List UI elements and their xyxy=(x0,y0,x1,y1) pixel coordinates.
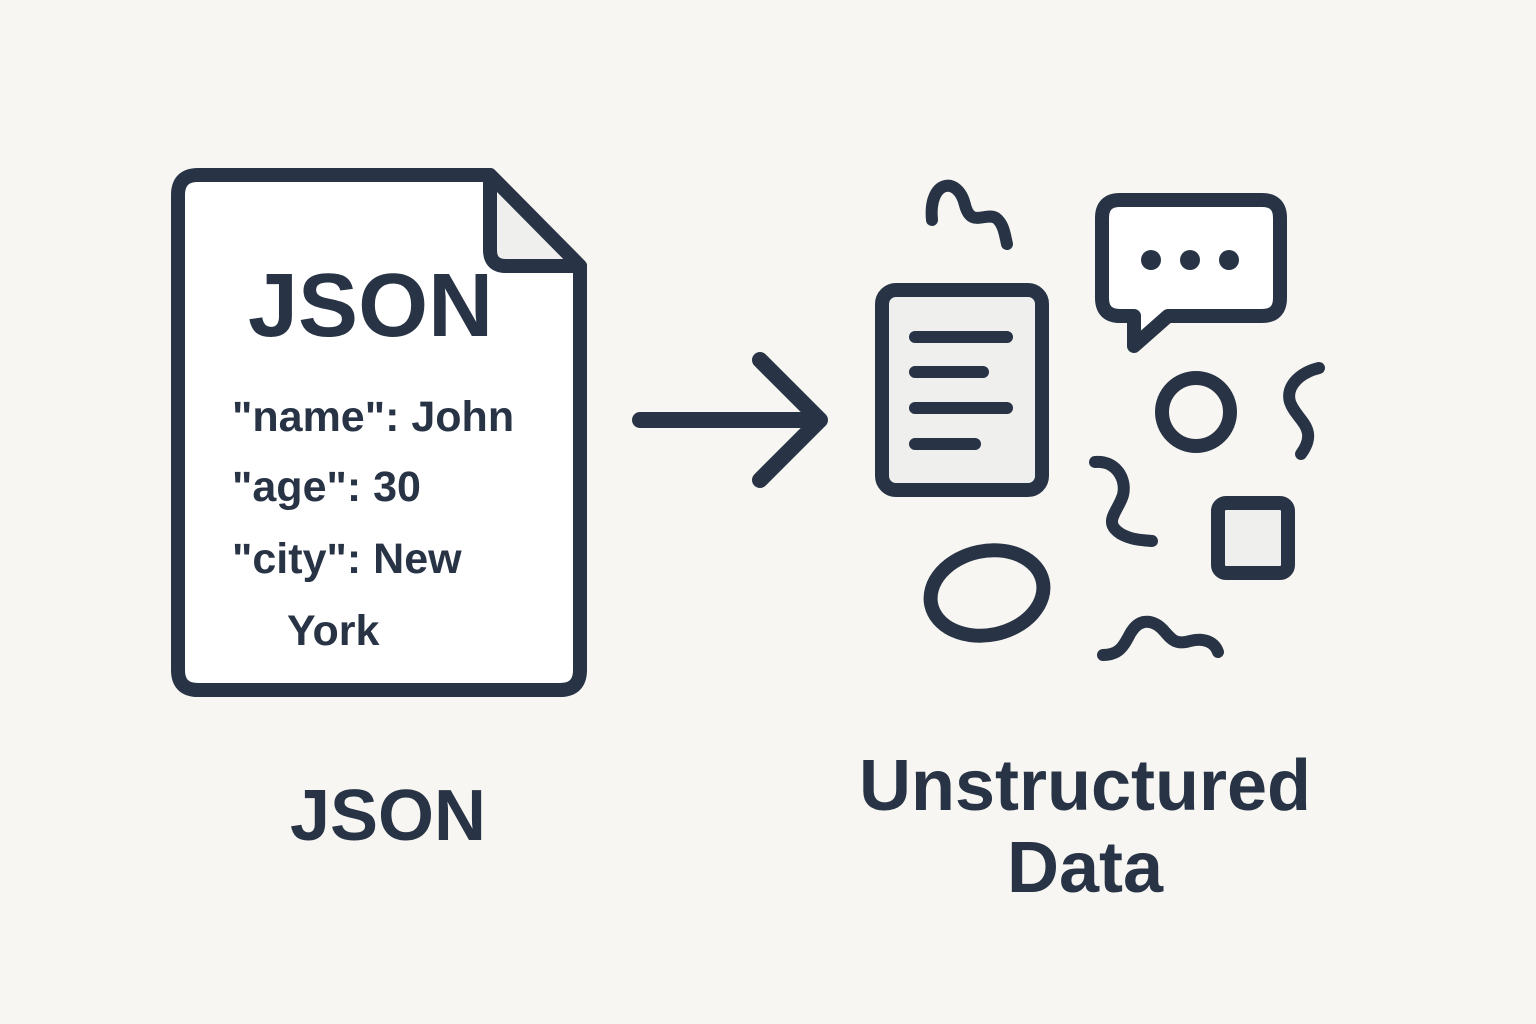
arrow-right-icon xyxy=(632,352,828,488)
caption-unstructured: Unstructured xyxy=(859,746,1311,826)
caption-data: Data xyxy=(1007,828,1164,908)
squiggle-icon-top xyxy=(925,179,1013,250)
json-line-city-cont: York xyxy=(287,607,379,655)
chat-bubble-icon xyxy=(1095,193,1287,353)
squiggle-icon-bottom xyxy=(1097,615,1224,661)
json-line-city: "city": New xyxy=(232,535,462,583)
text-document-icon xyxy=(875,283,1049,497)
squiggle-icon-right xyxy=(1283,362,1325,460)
json-document-title: JSON xyxy=(248,256,493,356)
circle-icon xyxy=(1155,371,1237,453)
square-icon xyxy=(1211,496,1295,580)
json-document-icon: JSON "name": John "age": 30 "city": New … xyxy=(171,168,587,697)
squiggle-icon-middle xyxy=(1089,455,1158,547)
ellipse-icon xyxy=(923,543,1051,643)
json-line-name: "name": John xyxy=(232,393,514,441)
caption-json: JSON xyxy=(290,776,486,856)
json-line-age: "age": 30 xyxy=(232,463,421,511)
